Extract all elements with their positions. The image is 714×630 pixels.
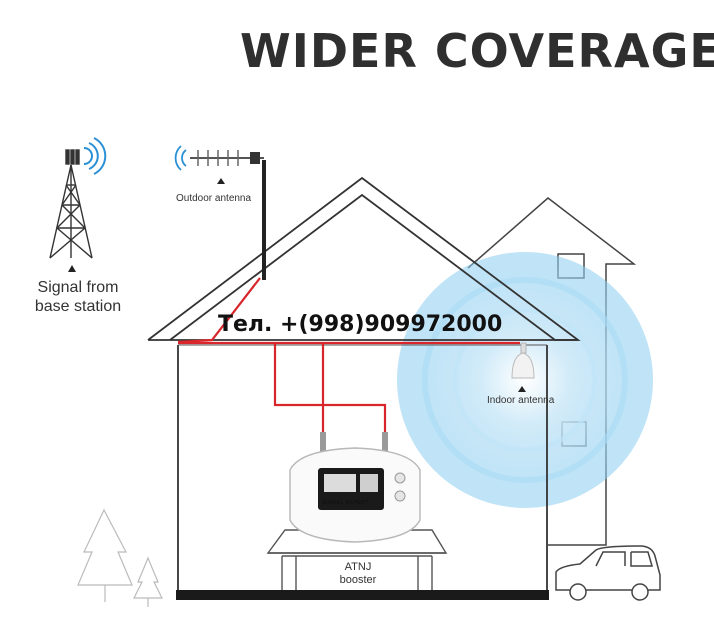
car-icon <box>555 545 661 601</box>
signal-label: Signal from base station <box>18 278 138 316</box>
coverage-area <box>397 252 653 508</box>
house-floor <box>176 590 549 600</box>
signal-label-line1: Signal from <box>37 279 119 296</box>
indoor-antenna-label: Indoor antenna <box>487 395 555 406</box>
page-title: WIDER COVERAGE <box>240 24 714 78</box>
main-house <box>147 176 581 592</box>
phone-number: Тел. +(998)909972000 <box>218 312 503 337</box>
cell-tower-icon <box>49 137 107 272</box>
device-brand-label: SIGNAL EXPERT <box>322 500 369 506</box>
outdoor-antenna-label: Outdoor antenna <box>176 193 252 204</box>
indoor-antenna-icon <box>511 342 535 392</box>
signal-label-line2: base station <box>34 298 122 315</box>
booster-label-line2: booster <box>339 574 377 586</box>
booster-label-line1: ATNJ <box>344 561 372 573</box>
tree-icon <box>77 508 163 607</box>
booster-label: ATNJ booster <box>318 561 398 587</box>
booster-device-icon <box>289 432 421 543</box>
coax-cables <box>177 277 520 448</box>
booster-stand <box>266 529 448 590</box>
outdoor-antenna-icon <box>174 145 266 280</box>
